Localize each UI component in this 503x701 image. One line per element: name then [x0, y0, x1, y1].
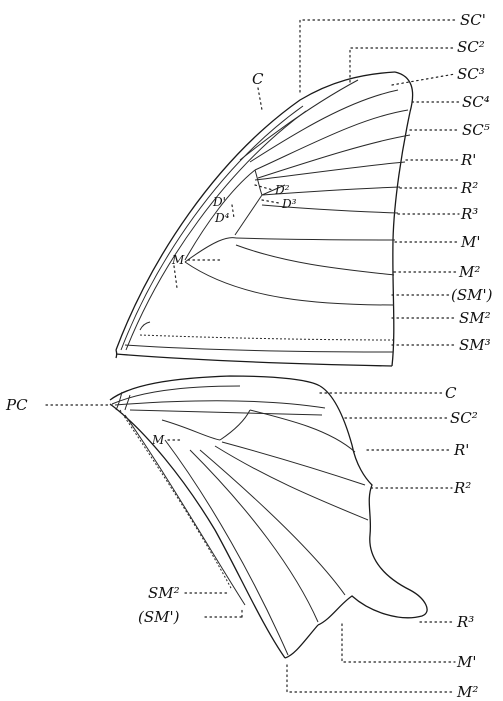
- forewing: [116, 72, 413, 366]
- label-d1: D': [212, 195, 226, 209]
- label-m-hindwing: M: [151, 433, 165, 447]
- label-d4: D⁴: [214, 211, 230, 225]
- label-r1: R': [460, 151, 476, 169]
- label-pc: PC: [5, 396, 28, 414]
- label-sm2-hindwing: SM²: [148, 584, 180, 602]
- label-sc1: SC': [460, 11, 486, 29]
- label-c-hindwing: C: [445, 384, 457, 402]
- label-r3: R³: [460, 205, 478, 223]
- label-sc5: SC⁵: [462, 121, 490, 139]
- label-m2: M²: [458, 263, 480, 281]
- label-m-forewing: M: [171, 253, 185, 267]
- label-r3-hindwing: R³: [456, 613, 474, 631]
- label-r2-hindwing: R²: [453, 479, 471, 497]
- label-c-forewing: C: [252, 70, 264, 88]
- labels: SC' SC² SC³ SC⁴ SC⁵ R' R² R³ M' M² (SM')…: [5, 11, 493, 701]
- label-sc2: SC²: [457, 38, 485, 56]
- label-r1-hindwing: R': [453, 441, 469, 459]
- label-m2-hindwing: M²: [456, 683, 478, 701]
- leader-lines: [46, 20, 460, 692]
- label-sc3: SC³: [457, 65, 485, 83]
- label-m1-hindwing: M': [456, 653, 476, 671]
- label-d3: D³: [281, 197, 297, 211]
- label-sc4: SC⁴: [462, 93, 490, 111]
- label-m1: M': [460, 233, 480, 251]
- label-sm1-paren: (SM'): [451, 286, 493, 304]
- label-sc2-hindwing: SC²: [450, 409, 478, 427]
- label-sm2: SM²: [459, 309, 491, 327]
- label-d2: D²: [274, 183, 290, 197]
- label-r2: R²: [460, 179, 478, 197]
- label-sm3: SM³: [459, 336, 491, 354]
- label-sm1-hindwing-paren: (SM'): [138, 608, 180, 626]
